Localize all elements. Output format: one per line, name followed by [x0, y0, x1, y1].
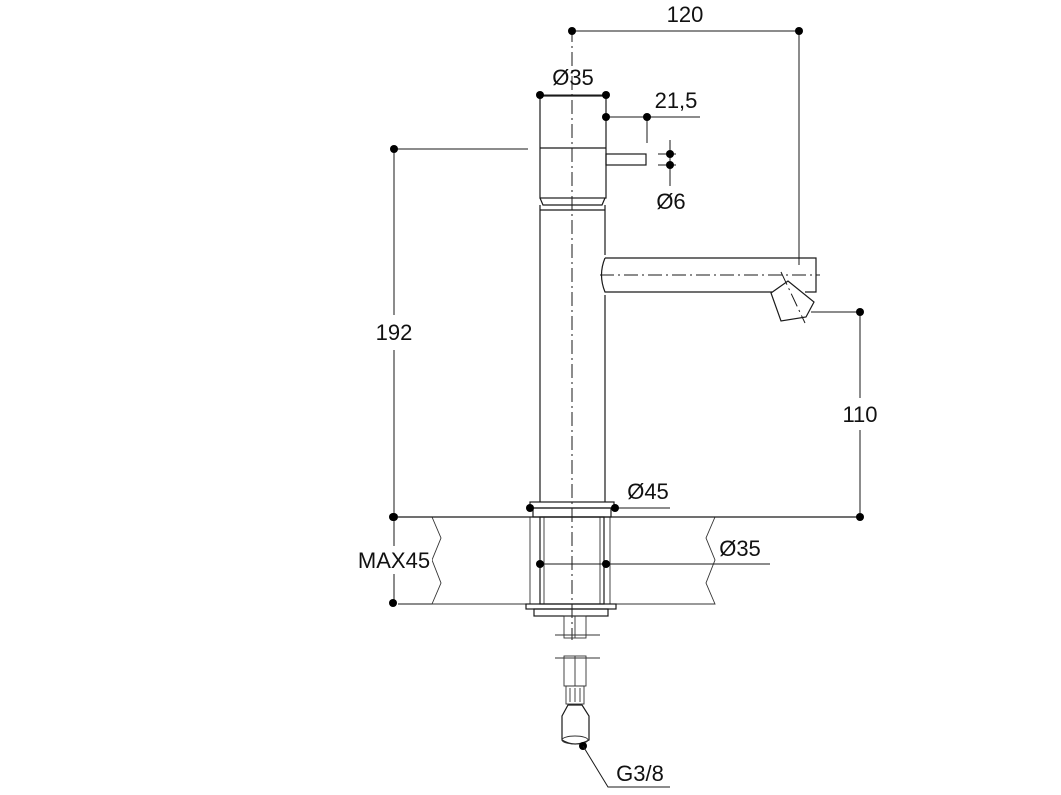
dim-base-diameter: Ø45: [526, 479, 670, 512]
label-lever-length: 21,5: [655, 88, 698, 113]
label-spout-height: 110: [842, 402, 877, 427]
lever-pin: [605, 153, 647, 166]
spout: [600, 257, 820, 324]
dim-spout-reach: 120: [568, 2, 803, 265]
label-hole-diameter: Ø35: [719, 536, 761, 561]
countertop-section: [398, 516, 860, 605]
dim-lever-length: 21,5: [602, 88, 700, 143]
label-spout-reach: 120: [667, 2, 704, 27]
dim-hole-diameter: Ø35: [536, 536, 770, 568]
label-lever-diameter: Ø6: [656, 189, 685, 214]
mixer-body: [539, 197, 606, 502]
dim-body-diameter: Ø35: [536, 65, 610, 99]
dim-counter-thickness: MAX45: [356, 513, 432, 607]
label-total-height: 192: [376, 320, 413, 345]
dim-lever-diameter: Ø6: [656, 140, 686, 214]
label-counter-thickness: MAX45: [358, 548, 430, 573]
dim-spout-height: 110: [811, 308, 878, 521]
dim-connection-thread: G3/8: [579, 742, 670, 788]
handle-cylinder: [539, 95, 607, 199]
label-body-diameter: Ø35: [552, 65, 594, 90]
label-connection-thread: G3/8: [616, 761, 664, 786]
aerator: [770, 271, 815, 324]
dim-total-height: 192: [376, 145, 528, 521]
supply-hose: [555, 615, 600, 745]
label-base-diameter: Ø45: [627, 479, 669, 504]
